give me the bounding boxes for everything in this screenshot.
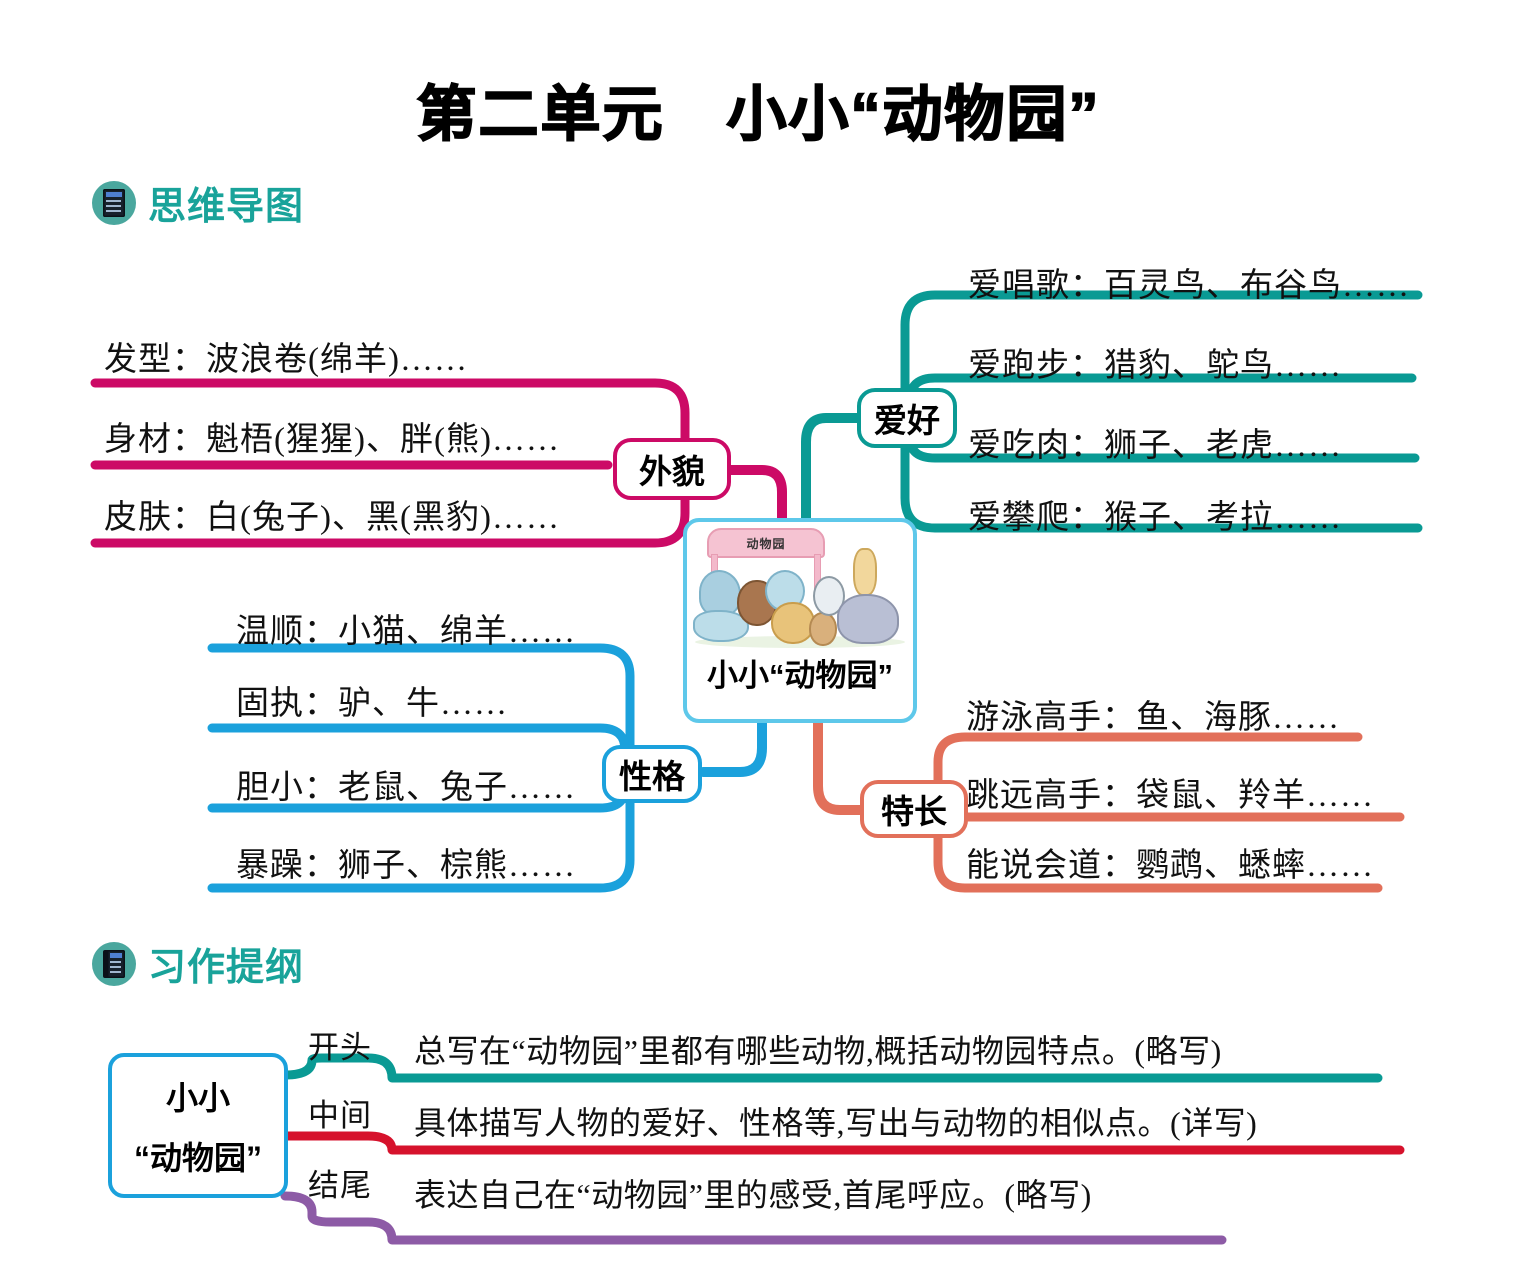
- leaf-appearance-3: 皮肤：白(兔子)、黑(黑豹)……: [104, 500, 560, 536]
- leaf-character-4: 暴躁：狮子、棕熊……: [236, 848, 576, 884]
- leaf-talent-2: 跳远高手：袋鼠、羚羊……: [966, 778, 1374, 814]
- leaf-talent-3: 能说会道：鹦鹉、蟋蟀……: [966, 848, 1374, 884]
- leaf-character-2: 固执：驴、牛……: [236, 686, 508, 722]
- outline-text-begin: 总写在“动物园”里都有哪些动物,概括动物园特点。(略写): [414, 1033, 1222, 1069]
- leaf-hobby-2: 爱跑步：猎豹、鸵鸟……: [968, 348, 1342, 384]
- section-header-mindmap: 思维导图: [92, 175, 304, 230]
- branch-node-appearance[interactable]: 外貌: [613, 438, 731, 500]
- leaf-appearance-2: 身材：魁梧(猩猩)、胖(熊)……: [104, 422, 560, 458]
- leaf-character-1: 温顺：小猫、绵羊……: [236, 614, 576, 650]
- branch-node-hobby[interactable]: 爱好: [857, 388, 957, 448]
- animal-monkey: [809, 612, 837, 646]
- animal-lion: [771, 602, 815, 644]
- section-title-outline: 习作提纲: [148, 947, 305, 989]
- zoo-gate-sign: 动物园: [707, 528, 825, 558]
- outline-root-node[interactable]: 小小 “动物园”: [108, 1053, 288, 1198]
- outline-root-line2: “动物园”: [133, 1139, 262, 1176]
- leaf-appearance-1: 发型：波浪卷(绵羊)……: [104, 342, 468, 378]
- animal-giraffe: [853, 548, 877, 596]
- center-node[interactable]: 动物园 小小“动物园”: [683, 518, 917, 723]
- outline-text-middle: 具体描写人物的爱好、性格等,写出与动物的相似点。(详写): [414, 1105, 1258, 1141]
- book-icon: [92, 180, 136, 225]
- zoo-gate: 动物园: [707, 528, 825, 602]
- animal-elephant-left: [699, 570, 741, 616]
- outline-text-end: 表达自己在“动物园”里的感受,首尾呼应。(略写): [414, 1177, 1092, 1213]
- page-title: 第二单元 小小“动物园”: [416, 80, 1101, 149]
- zoo-gate-sign-text: 动物园: [746, 536, 786, 551]
- outline-label-begin: 开头: [308, 1030, 372, 1065]
- outline-label-middle: 中间: [308, 1098, 372, 1133]
- animal-hippo: [837, 594, 899, 644]
- leaf-talent-1: 游泳高手：鱼、海豚……: [966, 700, 1340, 736]
- section-header-outline: 习作提纲: [92, 936, 304, 991]
- branch-node-character[interactable]: 性格: [602, 745, 702, 803]
- leaf-character-3: 胆小：老鼠、兔子……: [236, 770, 576, 806]
- leaf-hobby-3: 爱吃肉：狮子、老虎……: [968, 428, 1342, 464]
- outline-root-line1: 小小: [165, 1079, 230, 1116]
- outline-label-end: 结尾: [308, 1168, 372, 1203]
- leaf-hobby-4: 爱攀爬：猴子、考拉……: [968, 500, 1342, 536]
- branch-node-talent[interactable]: 特长: [860, 780, 968, 838]
- leaf-hobby-1: 爱唱歌：百灵鸟、布谷鸟……: [968, 268, 1410, 304]
- section-title-mindmap: 思维导图: [148, 186, 305, 228]
- zoo-animals-illustration: 动物园: [687, 522, 913, 652]
- notebook-pen-icon: [92, 941, 136, 986]
- center-node-label: 小小“动物园”: [707, 658, 893, 693]
